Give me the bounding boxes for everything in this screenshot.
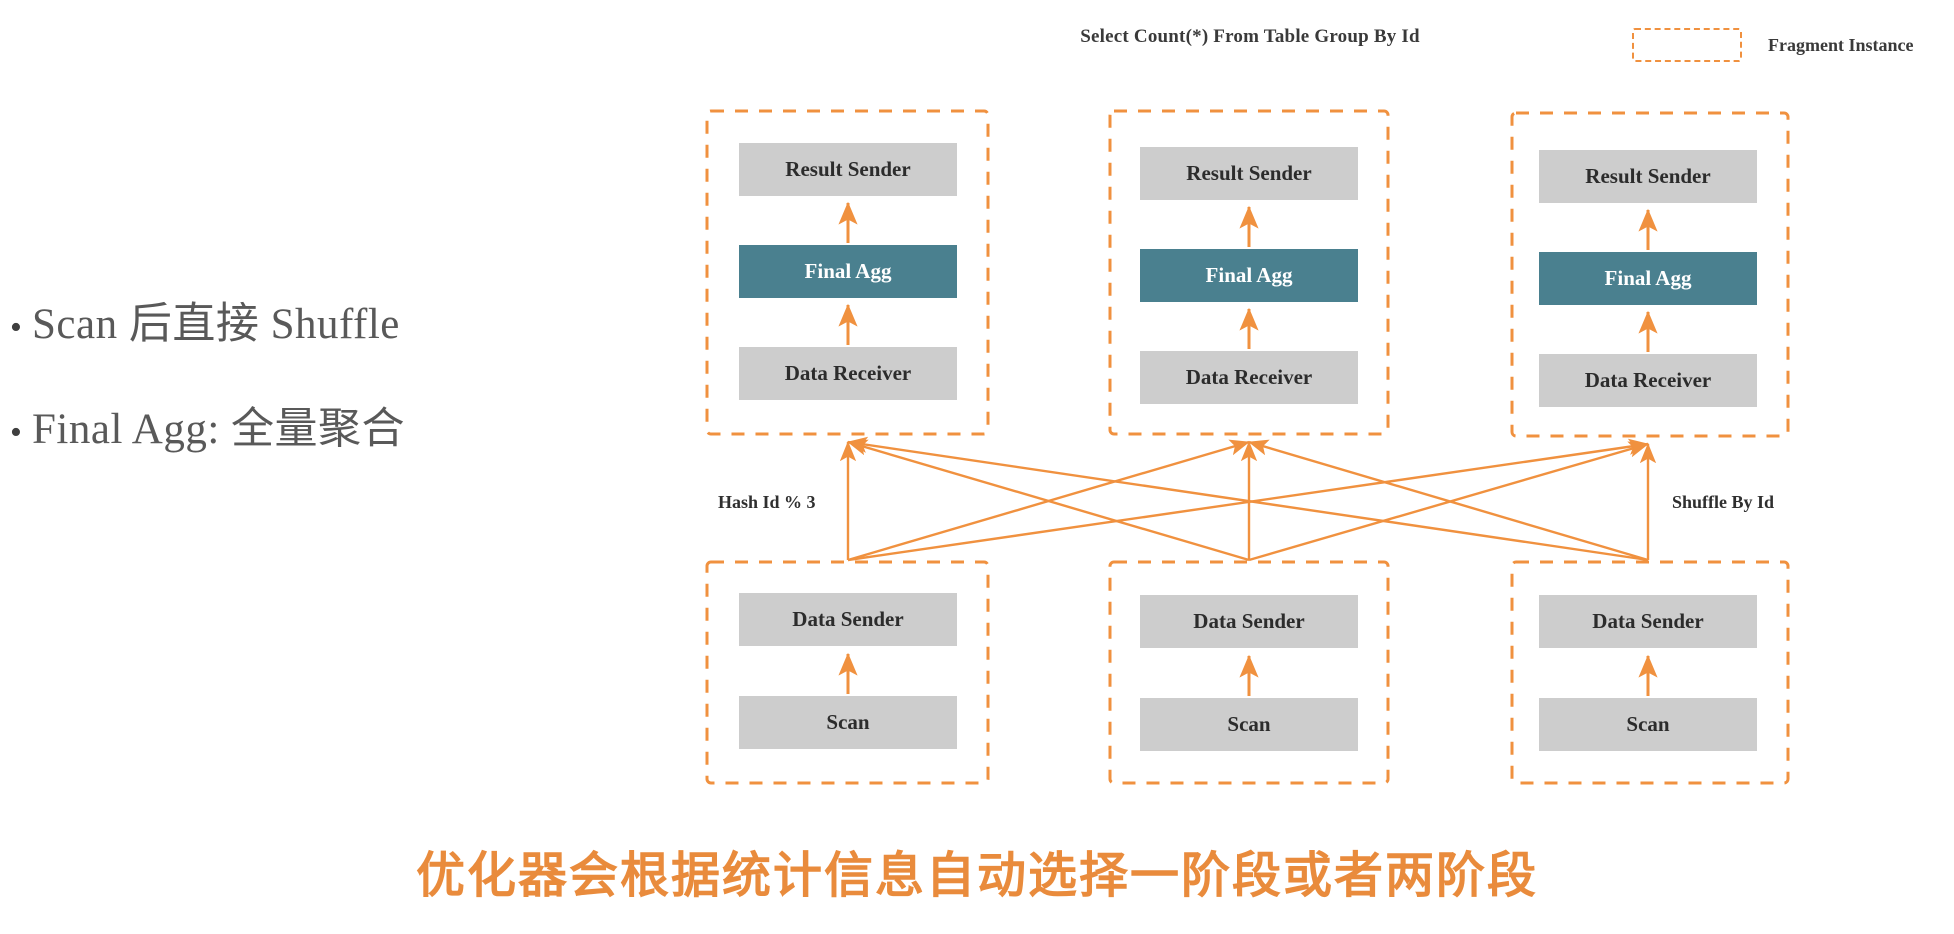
operator-data-sender[interactable]	[739, 593, 957, 646]
upper-fragment-1[interactable]: Result Sender Final Agg Data Receiver	[705, 109, 990, 436]
lower-fragment-2[interactable]: Data Sender Scan	[1108, 560, 1390, 785]
operator-label: Final Agg	[1605, 266, 1692, 290]
lower-fragment-3[interactable]: Data Sender Scan	[1510, 560, 1790, 785]
legend-label: Fragment Instance	[1768, 34, 1914, 55]
bullet-text-2: Final Agg: 全量聚合	[32, 406, 406, 454]
operator-label: Scan	[826, 710, 870, 734]
operator-label: Data Receiver	[1186, 365, 1313, 389]
operator-label: Data Sender	[1592, 609, 1703, 633]
operator-label: Result Sender	[1585, 164, 1710, 188]
operator-data-sender[interactable]	[1140, 595, 1358, 648]
bottom-caption: 优化器会根据统计信息自动选择一阶段或者两阶段	[415, 848, 1538, 903]
operator-data-receiver[interactable]	[1140, 351, 1358, 404]
bullet-text-1: Scan 后直接 Shuffle	[32, 301, 400, 348]
legend: Fragment Instance	[1632, 28, 1913, 62]
shuffle-edge-3-to-1	[847, 436, 1649, 562]
lower-fragment-1[interactable]: Data Sender Scan	[705, 560, 990, 785]
edge-label-hash: Hash Id % 3	[718, 492, 816, 512]
diagram-title: Select Count(*) From Table Group By Id	[1080, 26, 1420, 47]
bullet-marker-icon: •	[10, 414, 22, 452]
operator-scan[interactable]	[1539, 698, 1757, 751]
bullet-item-2: • Final Agg: 全量聚合	[10, 405, 650, 454]
operator-label: Scan	[1227, 712, 1271, 736]
operator-label: Final Agg	[1206, 263, 1293, 287]
operator-final-agg[interactable]	[1539, 252, 1757, 305]
operator-label: Result Sender	[1186, 161, 1311, 185]
operator-final-agg[interactable]	[1140, 249, 1358, 302]
operator-result-sender[interactable]	[1539, 150, 1757, 203]
upper-fragment-2[interactable]: Result Sender Final Agg Data Receiver	[1108, 109, 1390, 436]
operator-label: Data Sender	[1193, 609, 1304, 633]
operator-label: Final Agg	[805, 259, 892, 283]
operator-label: Data Receiver	[785, 361, 912, 385]
operator-final-agg[interactable]	[739, 245, 957, 298]
edge-label-shuffle: Shuffle By Id	[1672, 492, 1774, 512]
shuffle-edge-2-to-1	[847, 439, 1250, 562]
bullet-item-1: • Scan 后直接 Shuffle	[10, 300, 650, 349]
fragment-instance-swatch-icon	[1632, 28, 1742, 62]
operator-result-sender[interactable]	[1140, 147, 1358, 200]
operator-data-sender[interactable]	[1539, 595, 1757, 648]
operator-scan[interactable]	[739, 696, 957, 749]
operator-label: Data Sender	[792, 607, 903, 631]
operator-data-receiver[interactable]	[1539, 354, 1757, 407]
upper-fragment-3[interactable]: Result Sender Final Agg Data Receiver	[1510, 111, 1790, 438]
operator-result-sender[interactable]	[739, 143, 957, 196]
operator-label: Scan	[1626, 712, 1670, 736]
operator-data-receiver[interactable]	[739, 347, 957, 400]
bullet-list: • Scan 后直接 Shuffle • Final Agg: 全量聚合	[10, 300, 650, 511]
operator-label: Data Receiver	[1585, 368, 1712, 392]
bullet-marker-icon: •	[10, 309, 22, 346]
operator-scan[interactable]	[1140, 698, 1358, 751]
operator-label: Result Sender	[785, 157, 910, 181]
shuffle-edge-3-to-2	[1248, 439, 1649, 562]
shuffle-crossbar	[839, 436, 1657, 562]
